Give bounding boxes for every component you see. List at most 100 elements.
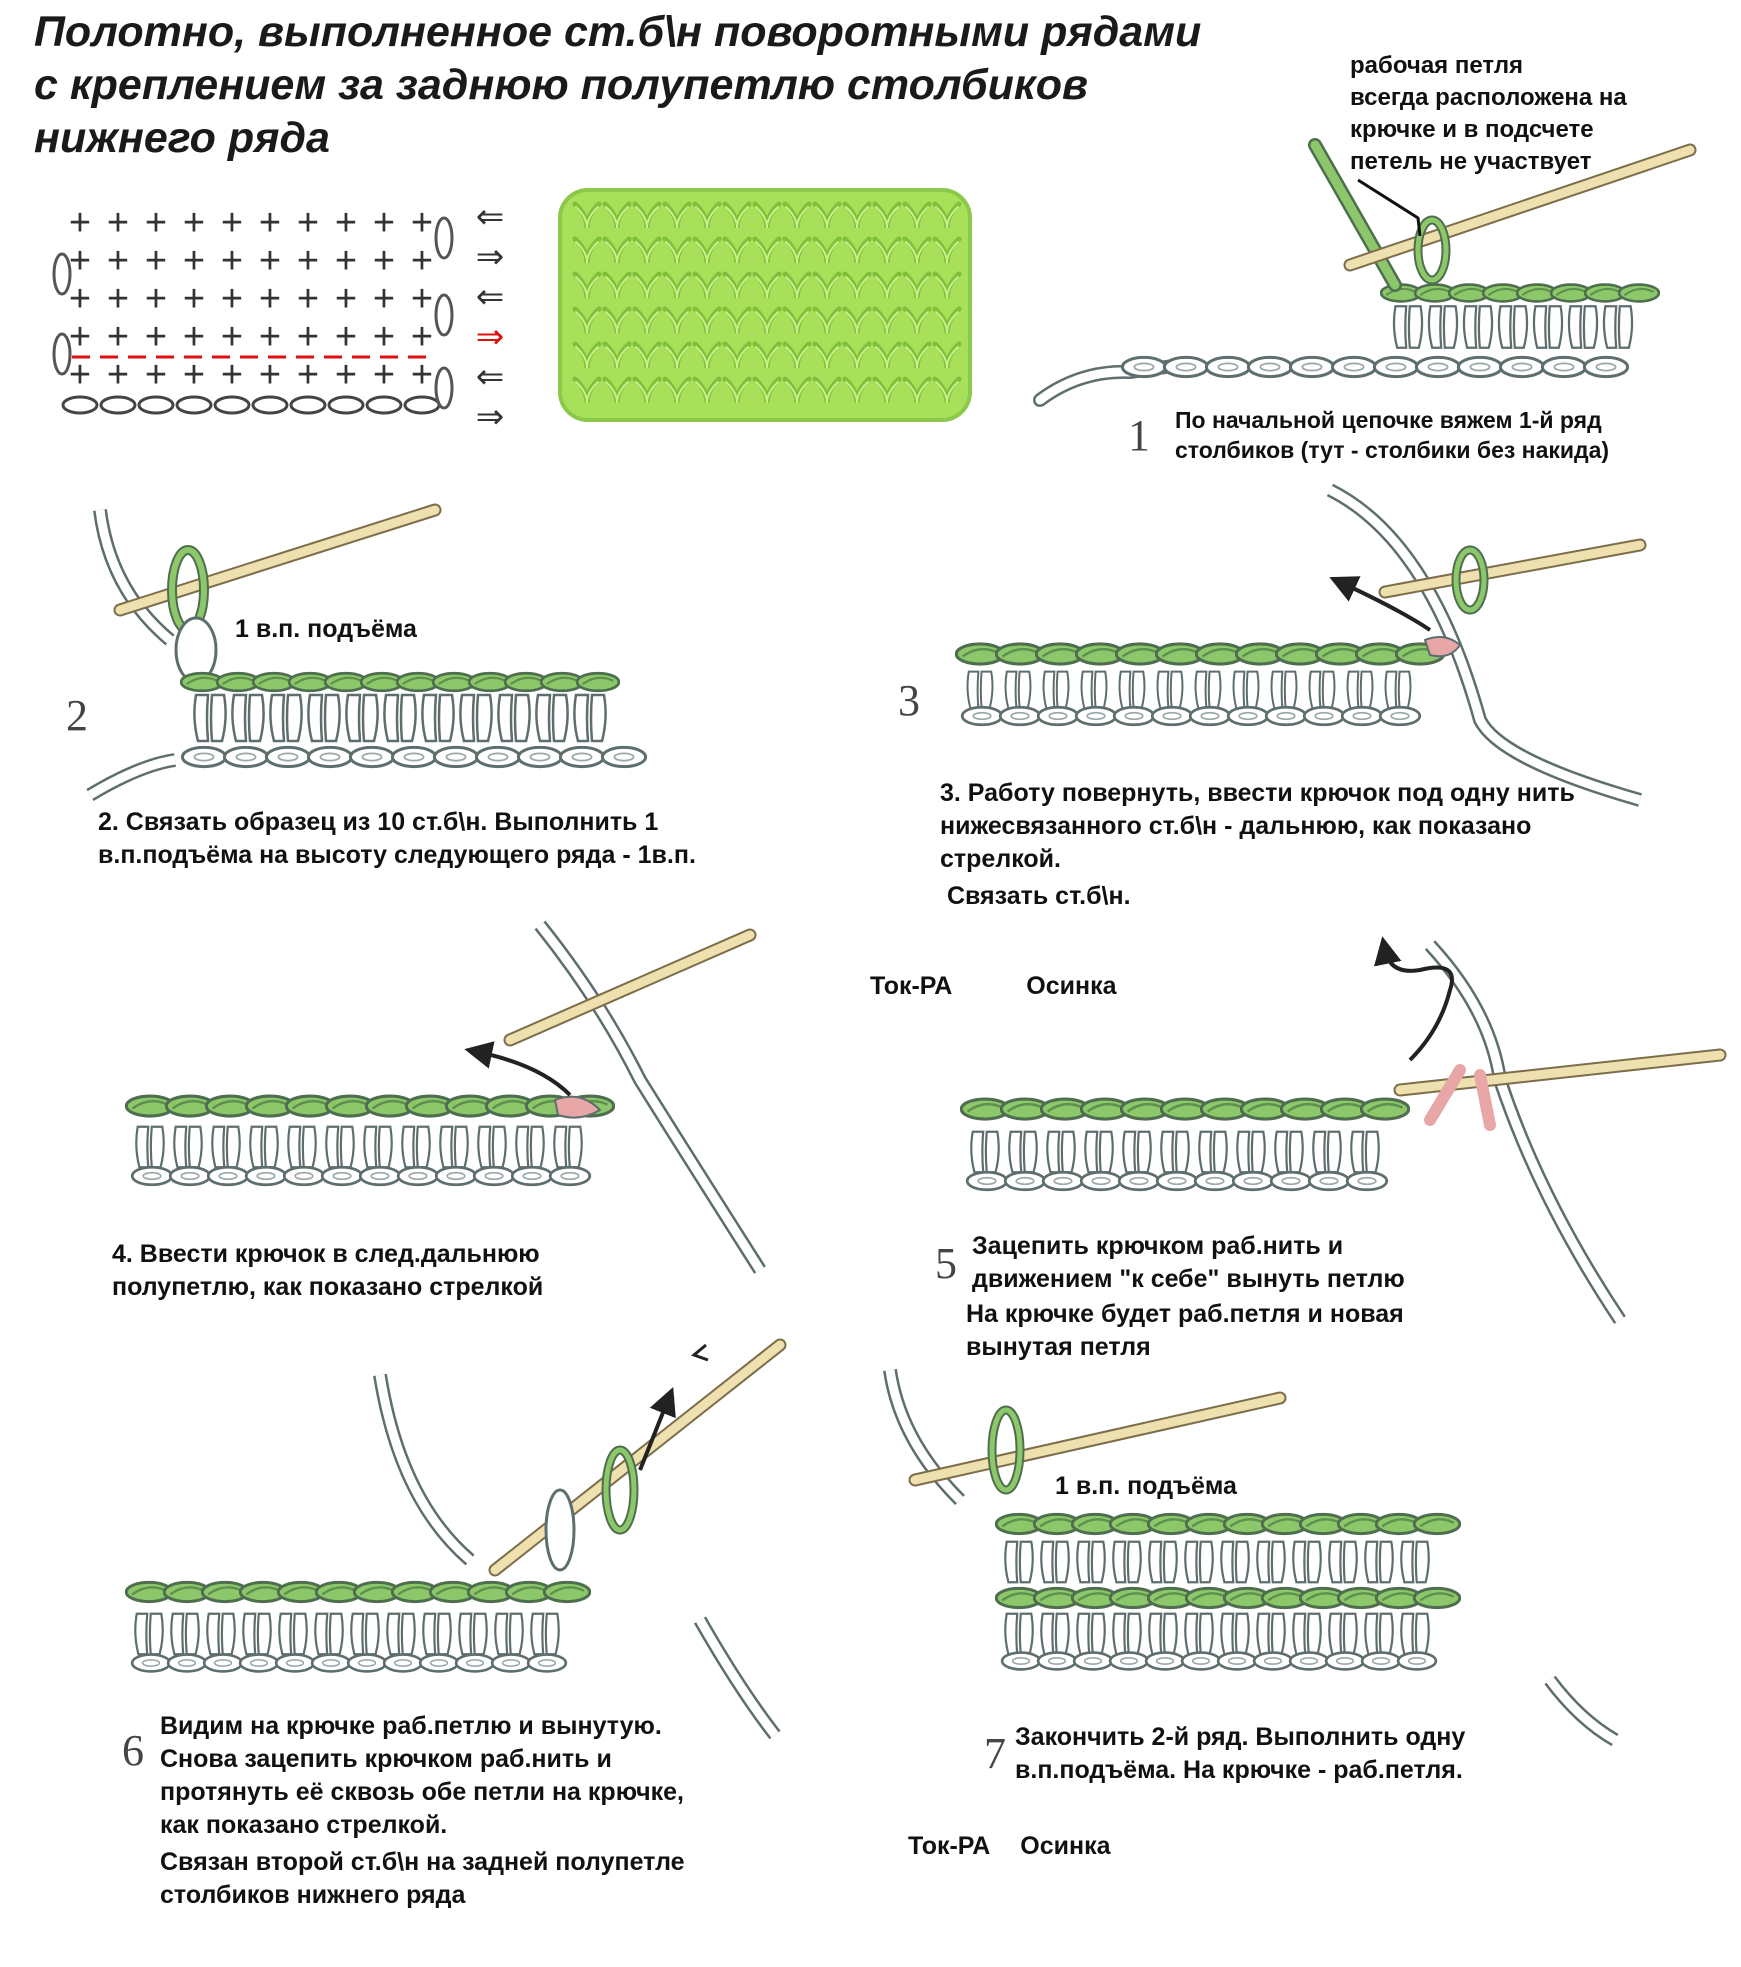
chain-loop bbox=[166, 1653, 208, 1673]
sc-stitch bbox=[1040, 1540, 1070, 1584]
stitch-symbol: + bbox=[183, 354, 205, 396]
sc-stitch bbox=[401, 1125, 431, 1169]
stitch-symbol: + bbox=[145, 240, 167, 282]
sc-stitch bbox=[135, 1125, 165, 1169]
chain-loop bbox=[396, 1165, 440, 1187]
sc-stitch bbox=[1462, 304, 1494, 350]
chain-loop bbox=[1456, 355, 1504, 379]
chain-loop bbox=[548, 1165, 592, 1187]
sc-stitch bbox=[170, 1612, 200, 1656]
chain-loop bbox=[180, 745, 228, 769]
row-direction-arrow: ⇒ bbox=[476, 237, 505, 277]
sc-stitch bbox=[1084, 1130, 1114, 1174]
row-direction-arrow: ⇒ bbox=[476, 397, 505, 437]
sc-stitch bbox=[1602, 304, 1634, 350]
stitch-symbol: + bbox=[107, 316, 129, 358]
sc-stitch bbox=[966, 670, 994, 710]
chain-loop bbox=[558, 745, 606, 769]
sc-stitch bbox=[306, 693, 342, 743]
chain-loop bbox=[998, 705, 1042, 727]
sc-stitch bbox=[382, 693, 418, 743]
step-number-7: 7 bbox=[984, 1729, 1006, 1778]
chain-loop bbox=[1003, 1170, 1047, 1192]
chain-loop bbox=[264, 745, 312, 769]
stitch-symbol: + bbox=[259, 202, 281, 244]
sc-stitch bbox=[1328, 1540, 1358, 1584]
chain-loop bbox=[1252, 1651, 1294, 1671]
sc-stitch bbox=[1122, 1130, 1152, 1174]
row-direction-arrow: ⇐ bbox=[476, 197, 505, 237]
stitch-symbol: + bbox=[221, 202, 243, 244]
sc-stitch bbox=[1427, 304, 1459, 350]
chain-loop bbox=[206, 1165, 250, 1187]
stitch-symbol: + bbox=[183, 316, 205, 358]
sc-stitch bbox=[1112, 1612, 1142, 1656]
sc-stitch bbox=[1198, 1130, 1228, 1174]
chain-loop bbox=[1036, 1651, 1078, 1671]
sc-stitch bbox=[192, 693, 228, 743]
stitch-symbol: + bbox=[335, 240, 357, 282]
sc-stitch bbox=[1080, 670, 1108, 710]
sc-stitch bbox=[1160, 1130, 1190, 1174]
chain-loop bbox=[600, 745, 648, 769]
sc-stitch bbox=[249, 1125, 279, 1169]
sc-stitch bbox=[268, 693, 304, 743]
top-loop bbox=[1360, 1097, 1410, 1121]
sc-stitch bbox=[1346, 670, 1374, 710]
sc-stitch bbox=[1350, 1130, 1380, 1174]
stitch-symbol: + bbox=[411, 202, 433, 244]
sc-stitch bbox=[1256, 1540, 1286, 1584]
chain-symbol bbox=[99, 395, 137, 415]
chain-loop bbox=[1302, 705, 1346, 727]
sc-stitch bbox=[211, 1125, 241, 1169]
caption-line: Связать ст.б\н. bbox=[940, 882, 1131, 910]
chain-symbol bbox=[213, 395, 251, 415]
stitch-symbol: + bbox=[69, 278, 91, 320]
chain-loop bbox=[130, 1165, 174, 1187]
chain-symbol bbox=[289, 395, 327, 415]
step-5-illustration bbox=[960, 936, 1727, 1324]
stitch-symbol: + bbox=[297, 240, 319, 282]
caption-line: нижесвязанного ст.б\н - дальнюю, как пок… bbox=[940, 812, 1532, 840]
stitch-symbol: + bbox=[107, 202, 129, 244]
chain-loop bbox=[1360, 1651, 1402, 1671]
sc-stitch bbox=[1040, 1612, 1070, 1656]
chain-loop bbox=[960, 705, 1004, 727]
sc-stitch bbox=[1042, 670, 1070, 710]
sc-stitch bbox=[1118, 670, 1146, 710]
stitch-symbol: + bbox=[335, 202, 357, 244]
stitch-symbol: + bbox=[145, 202, 167, 244]
chain-loop bbox=[222, 745, 270, 769]
credit-author: Ток-РА bbox=[908, 1832, 991, 1860]
sc-stitch bbox=[477, 1125, 507, 1169]
stitch-symbol: + bbox=[373, 202, 395, 244]
sc-stitch bbox=[1194, 670, 1222, 710]
chain-loop bbox=[130, 1653, 172, 1673]
chain-loop bbox=[1498, 355, 1546, 379]
step-number-1: 1 bbox=[1128, 411, 1150, 460]
sc-stitch bbox=[206, 1612, 236, 1656]
sc-stitch bbox=[134, 1612, 164, 1656]
credit-2: Ток-РА Осинка bbox=[908, 1832, 1110, 1861]
chain-loop bbox=[168, 1165, 212, 1187]
chain-loop bbox=[1231, 1170, 1275, 1192]
sc-stitch bbox=[458, 693, 494, 743]
caption-line: движением "к себе" вынуть петлю bbox=[972, 1265, 1405, 1293]
note-line: рабочая петля bbox=[1350, 52, 1524, 79]
chain-loop bbox=[348, 745, 396, 769]
top-loop bbox=[576, 671, 620, 693]
step-3-illustration bbox=[955, 483, 1647, 807]
sc-stitch bbox=[1232, 670, 1260, 710]
note-line: петель не участвует bbox=[1350, 148, 1592, 175]
stitch-symbol: + bbox=[69, 316, 91, 358]
stitch-symbol: + bbox=[373, 354, 395, 396]
sc-stitch bbox=[230, 693, 266, 743]
chain-loop bbox=[1188, 705, 1232, 727]
sc-stitch bbox=[314, 1612, 344, 1656]
stitch-symbol: + bbox=[411, 240, 433, 282]
chain-loop bbox=[1340, 705, 1384, 727]
symbol-chart: ++++++++++++++++++++++++++++++++++++++++… bbox=[52, 197, 505, 437]
step-1-illustration bbox=[1033, 138, 1697, 407]
sc-stitch bbox=[553, 1125, 583, 1169]
chain-loop bbox=[1540, 355, 1588, 379]
